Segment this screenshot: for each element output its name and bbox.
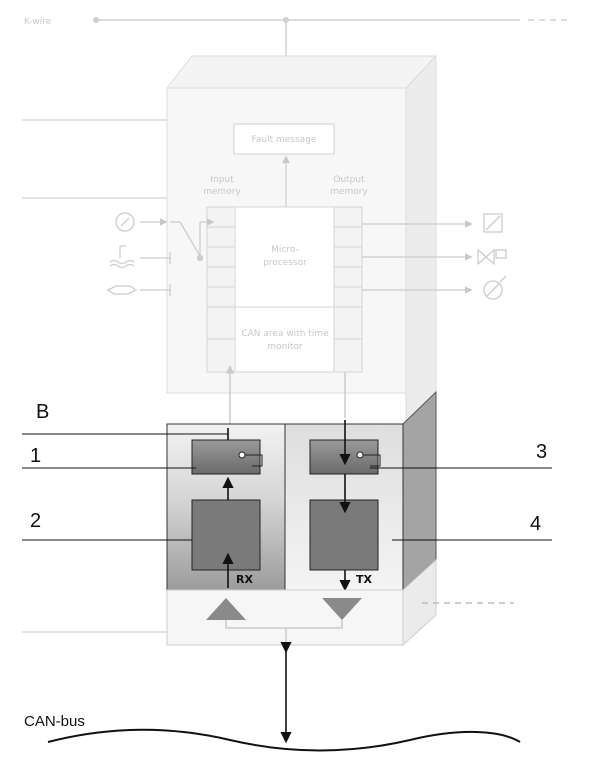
- fault-message-label: Fault message: [252, 135, 317, 145]
- label-4: 4: [530, 513, 541, 535]
- label-b: B: [36, 401, 49, 423]
- can-area-label-line2: monitor: [267, 342, 303, 352]
- sensor-inputs: [106, 212, 215, 296]
- fault-message-box: Fault message: [233, 123, 335, 155]
- speedometer-icon: [115, 212, 135, 232]
- can-bus-label: CAN-bus: [24, 713, 85, 730]
- transmitter-block: [309, 499, 379, 571]
- oil-can-icon: [106, 285, 138, 295]
- receive-buffer: [191, 439, 263, 475]
- microprocessor-label-line1: Micro-: [271, 245, 299, 255]
- output-memory-label-line1: Output: [333, 175, 365, 185]
- can-area-label-line1: CAN area with time: [241, 329, 329, 339]
- rx-label: RX: [236, 573, 253, 586]
- label-1: 1: [30, 445, 41, 467]
- can-bus: CAN-bus: [24, 642, 521, 752]
- microprocessor-label-line2: processor: [263, 258, 307, 268]
- input-memory-label-line1: Input: [210, 175, 234, 185]
- valve-icon: [477, 248, 507, 266]
- actuator-outputs: [362, 213, 507, 300]
- receiver-block: [191, 499, 261, 571]
- coolant-temperature-icon: [109, 245, 135, 269]
- label-2: 2: [30, 510, 41, 532]
- label-3: 3: [536, 441, 547, 463]
- callout-lines: [22, 433, 552, 541]
- transceiver-section: RX TX: [166, 390, 437, 592]
- k-wire-label: K-wire: [24, 17, 52, 27]
- fan-icon: [483, 275, 507, 300]
- input-memory-label-line2: memory: [203, 187, 241, 197]
- microprocessor-block: Micro- processor CAN area with time moni…: [206, 206, 363, 373]
- output-memory-label-line2: memory: [330, 187, 368, 197]
- bus-interface: [166, 558, 514, 648]
- gauge-output-icon: [483, 213, 503, 233]
- tx-label: TX: [356, 573, 373, 586]
